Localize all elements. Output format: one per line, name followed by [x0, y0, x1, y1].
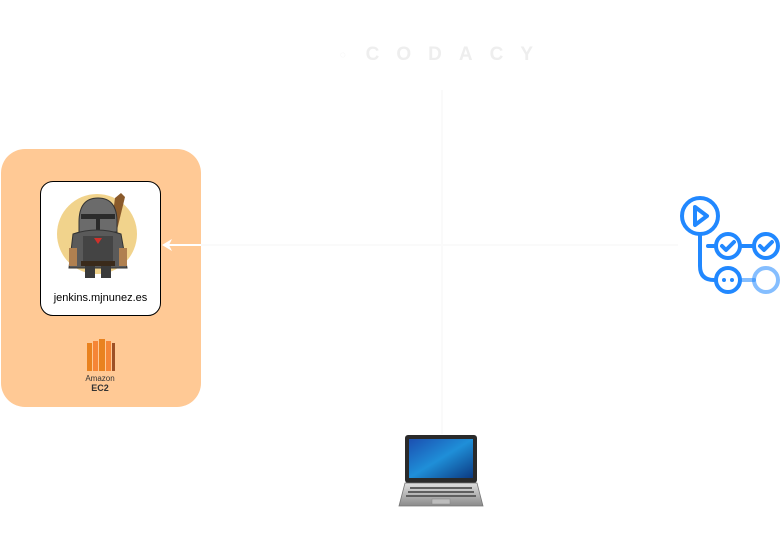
ec2-vendor-label: Amazon — [85, 374, 115, 383]
codacy-logo: CODACY — [340, 34, 550, 76]
ec2-service-label: EC2 — [91, 383, 109, 393]
arrow-into-jenkins — [162, 239, 201, 251]
jenkins-mascot-icon — [57, 193, 137, 278]
github-actions-icon — [680, 196, 780, 294]
aws-ec2-icon — [87, 339, 115, 371]
jenkins-to-codacy-connector — [99, 49, 326, 181]
jenkins-host-label: jenkins.mjnunez.es — [53, 292, 148, 304]
codacy-wordmark: CODACY — [365, 44, 550, 65]
codacy-logo-icon — [340, 52, 346, 58]
laptop-icon — [398, 435, 484, 507]
